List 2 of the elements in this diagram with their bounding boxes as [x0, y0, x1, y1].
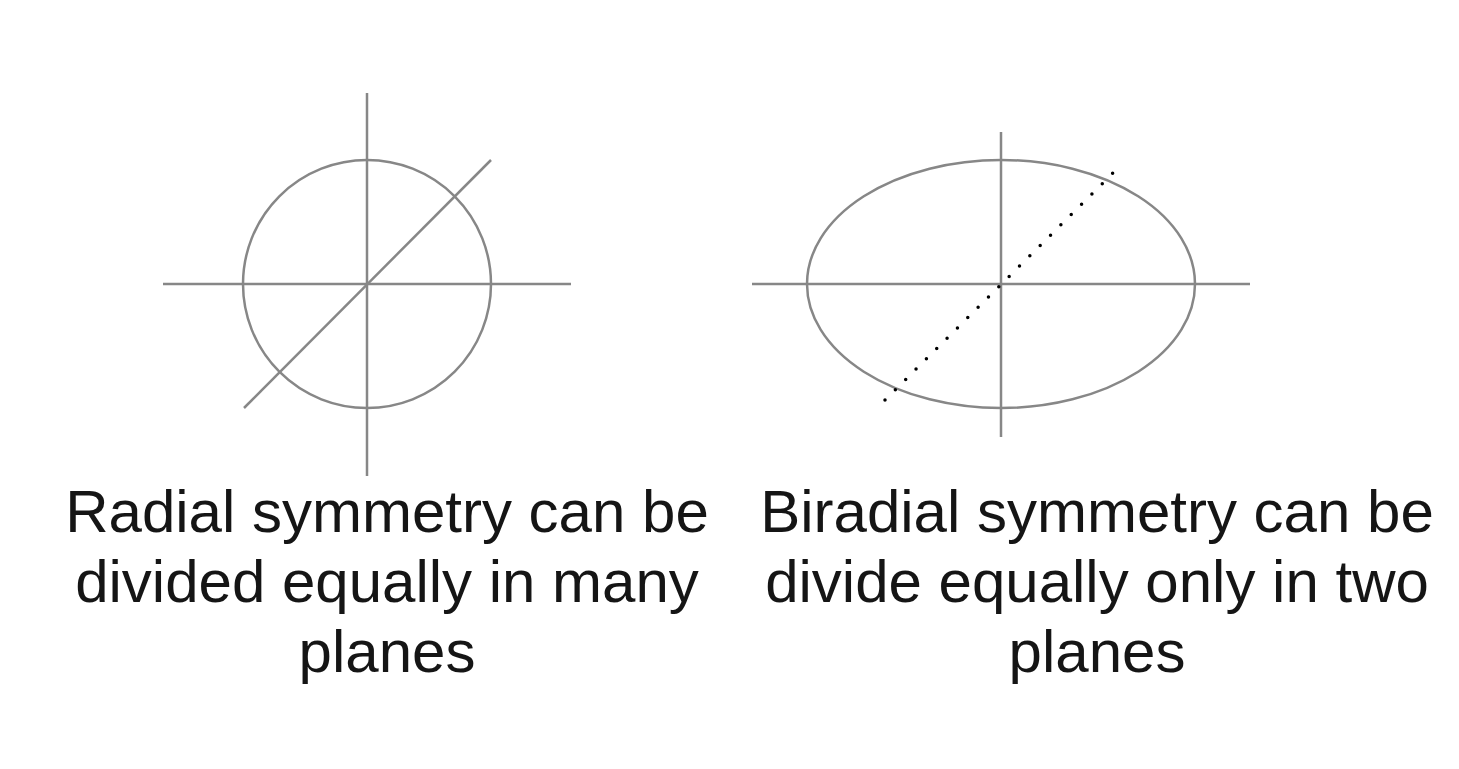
caption-text: Biradial symmetry can be divide equally only in two planes: [759, 477, 1435, 687]
caption-text: Radial symmetry can be divided equally in many planes: [64, 477, 710, 687]
